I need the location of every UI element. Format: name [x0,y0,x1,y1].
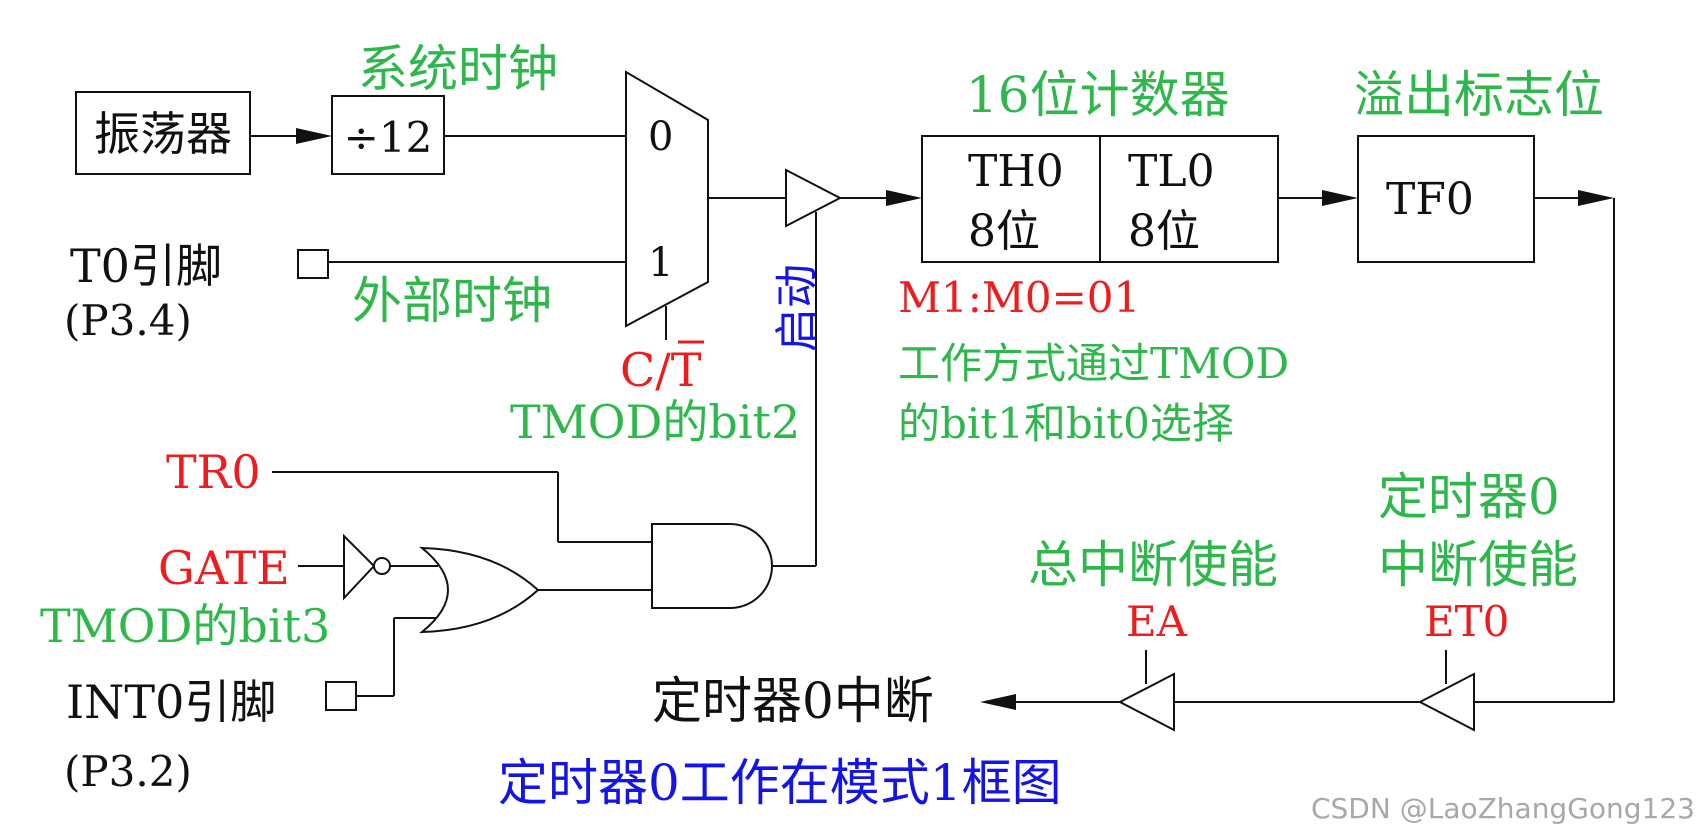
flag-out-arrow-head [1578,190,1614,206]
timer-enable-label-line2: 中断使能 [1378,536,1578,594]
mode-note-line2: 的bit1和bit0选择 [898,399,1234,448]
tl0-label: TL0 [1128,146,1215,197]
tf0-label: TF0 [1386,174,1474,225]
tr0-label: TR0 [166,445,261,499]
oscillator-label: 振荡器 [94,107,232,161]
t0-pin-square [297,249,329,279]
not-gate [343,533,376,601]
flag-arrow-head [1322,190,1358,206]
tf0-box [1357,135,1535,263]
counter-title: 16位计数器 [966,66,1230,124]
th0-bits: 8位 [968,206,1040,257]
and-gate [651,523,773,609]
interrupt-arrow-head [980,694,1016,710]
divider-box [331,95,445,175]
watermark: CSDN @LaoZhangGong123 [1311,792,1695,825]
start-switch [785,168,843,228]
clock-mux [625,70,709,328]
et0-switch [1417,672,1475,732]
counter-arrow-head [886,190,922,206]
mode-bits-label: M1:M0=01 [898,273,1140,322]
ea-label: EA [1126,597,1188,646]
start-label: 启动 [772,264,823,352]
t0-pin-label: T0引脚 [70,239,222,293]
int0-pin-label: INT0引脚 [66,675,276,729]
th0-label: TH0 [968,146,1064,197]
ct-label: C/T [620,343,702,397]
timer-interrupt-label: 定时器0中断 [652,672,934,730]
tl0-bits: 8位 [1128,206,1200,257]
system-clock-label: 系统时钟 [358,40,558,98]
mux-input-0: 0 [648,114,673,160]
int0-pin-square [325,681,357,711]
int0-pin-port: (P3.2) [64,747,192,796]
oscillator-box [75,91,251,175]
not-gate-bubble [373,557,391,575]
or-gate [419,546,540,634]
timer-enable-label-line1: 定时器0 [1378,468,1560,526]
t0-pin-port: (P3.4) [64,296,192,345]
gate-source-label: TMOD的bit3 [40,599,330,653]
divider-label: ÷12 [344,113,433,162]
osc-arrow-head [296,128,332,144]
mode-note-line1: 工作方式通过TMOD [898,339,1289,388]
mux-input-1: 1 [648,240,673,286]
external-clock-label: 外部时钟 [352,272,552,330]
overflow-title: 溢出标志位 [1354,66,1604,124]
et0-label: ET0 [1424,597,1509,646]
ct-source-label: TMOD的bit2 [510,395,800,449]
diagram-caption: 定时器0工作在模式1框图 [498,754,1062,812]
global-enable-label: 总中断使能 [1028,536,1278,594]
gate-label: GATE [158,541,290,595]
